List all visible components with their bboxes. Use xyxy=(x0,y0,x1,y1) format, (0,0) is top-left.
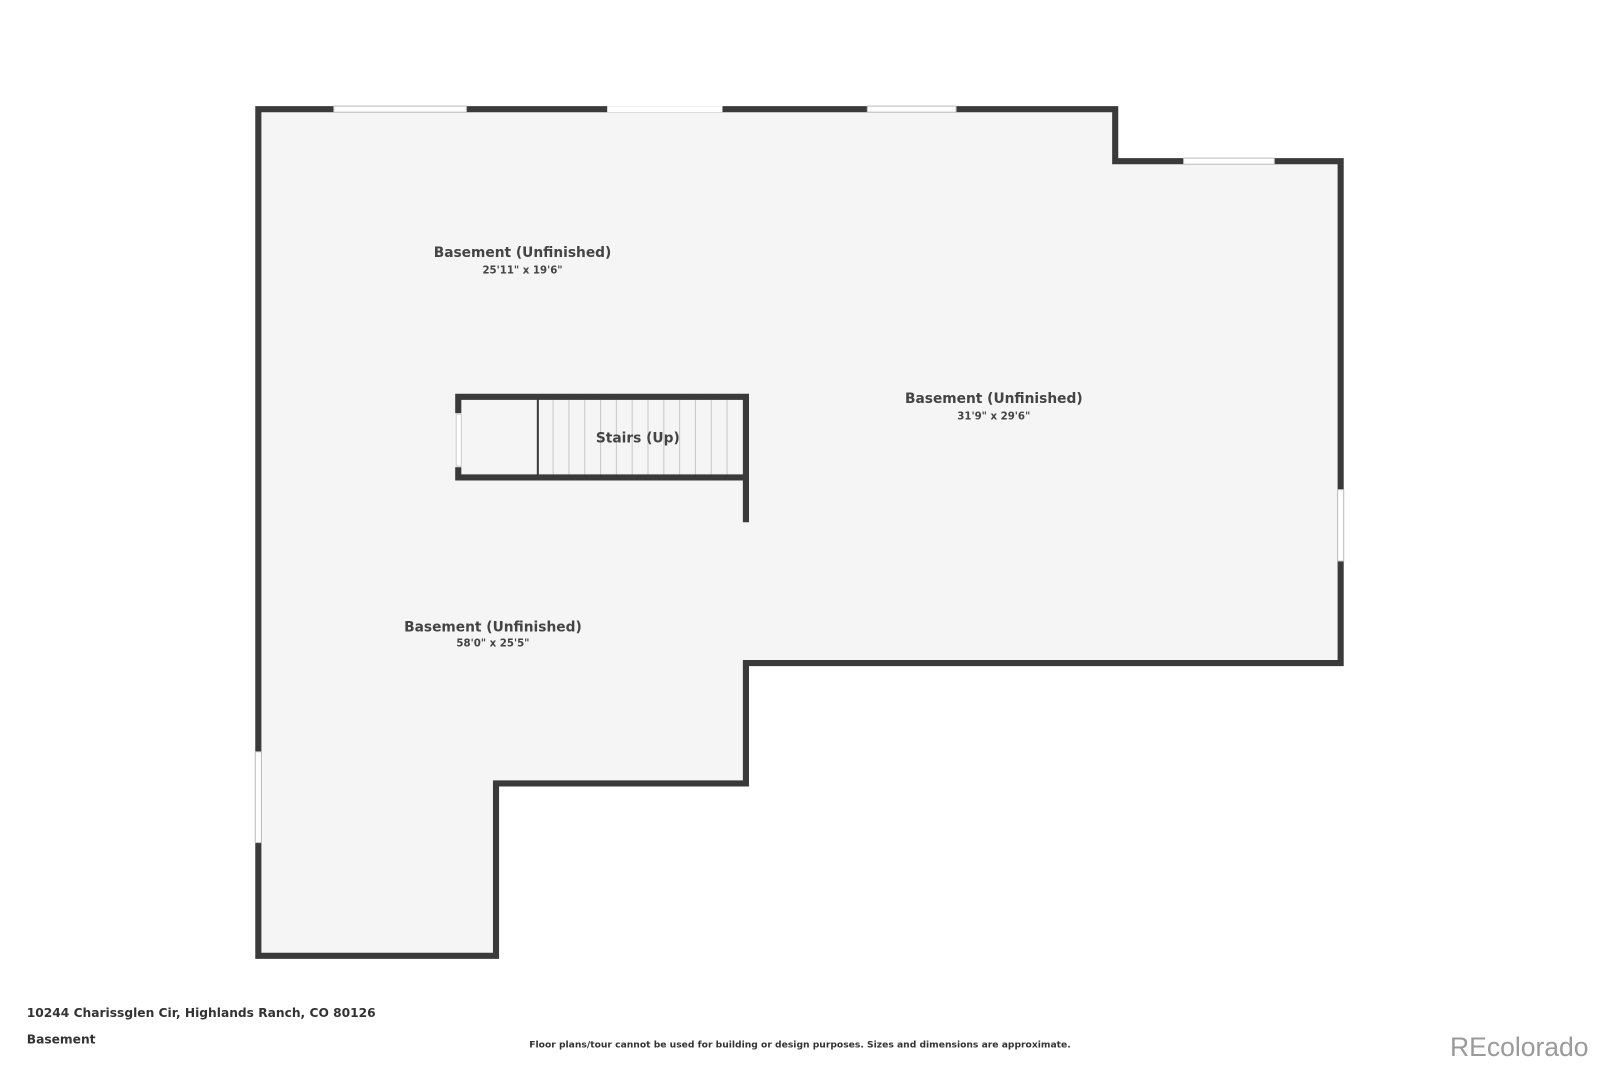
room-dimensions: 58'0" x 25'5" xyxy=(456,639,529,650)
window xyxy=(1337,489,1345,562)
disclaimer: Floor plans/tour cannot be used for buil… xyxy=(529,1040,1071,1051)
room-dimensions: 31'9" x 29'6" xyxy=(957,411,1030,422)
window xyxy=(866,105,957,113)
stairs: Stairs (Up) xyxy=(455,393,749,523)
room-name: Basement (Unfinished) xyxy=(434,245,612,261)
floor-name: Basement xyxy=(27,1033,96,1047)
address: 10244 Charissglen Cir, Highlands Ranch, … xyxy=(27,1006,376,1020)
room-name: Basement (Unfinished) xyxy=(905,391,1083,407)
brand-logo: REcolorado xyxy=(1450,1032,1589,1062)
window xyxy=(1183,157,1275,165)
window xyxy=(254,751,262,844)
basement-outline xyxy=(255,106,1344,959)
stairs-label: Stairs (Up) xyxy=(596,431,680,447)
window xyxy=(333,105,467,113)
windows xyxy=(254,105,1345,844)
room-dimensions: 25'11" x 19'6" xyxy=(482,265,562,276)
opening xyxy=(607,106,723,113)
room-name: Basement (Unfinished) xyxy=(404,619,582,635)
